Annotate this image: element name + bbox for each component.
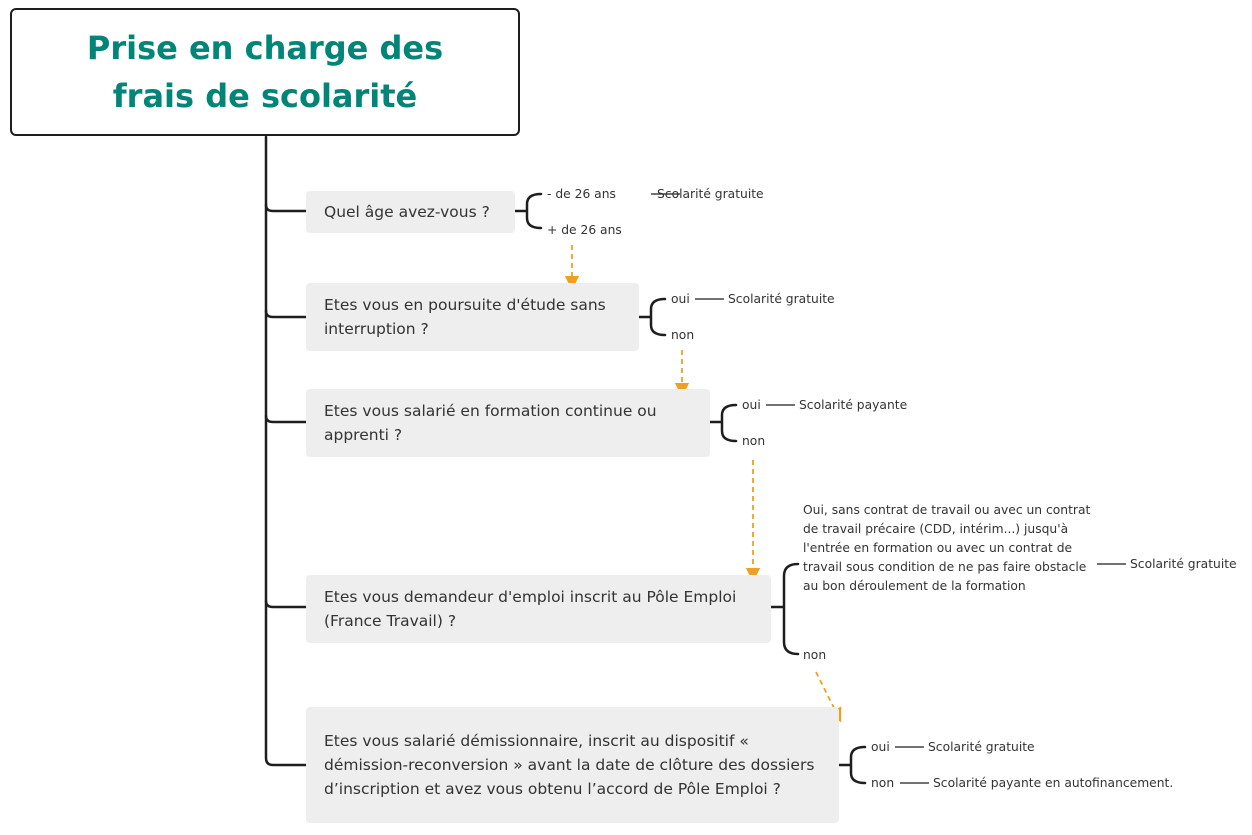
answer-label: oui bbox=[742, 398, 761, 412]
question-box-age: Quel âge avez-vous ? bbox=[306, 191, 515, 233]
question-text: Etes vous demandeur d'emploi inscrit au … bbox=[324, 588, 737, 630]
answer-label: + de 26 ans bbox=[547, 223, 622, 237]
title-box: Prise en charge des frais de scolarité bbox=[10, 8, 520, 136]
question-box-salarie: Etes vous salarié en formation continue … bbox=[306, 389, 710, 457]
answer-label: non bbox=[742, 434, 766, 448]
question-box-demandeur: Etes vous demandeur d'emploi inscrit au … bbox=[306, 575, 771, 643]
result-label: Scolarité payante bbox=[799, 398, 908, 412]
question-text: Quel âge avez-vous ? bbox=[324, 203, 490, 221]
answer-label: non bbox=[871, 776, 895, 790]
result-label: Scolarité payante en autofinancement. bbox=[933, 776, 1174, 790]
result-label: Scolarité gratuite bbox=[1130, 557, 1237, 571]
question-box-demissionnaire: Etes vous salarié démissionnaire, inscri… bbox=[306, 707, 839, 823]
result-label: Scolarité gratuite bbox=[657, 187, 764, 201]
question-text: Etes vous salarié en formation continue … bbox=[324, 402, 657, 444]
question-box-poursuite: Etes vous en poursuite d'étude sans inte… bbox=[306, 283, 639, 351]
page-title: Prise en charge des frais de scolarité bbox=[86, 29, 444, 115]
question-text: Etes vous en poursuite d'étude sans inte… bbox=[324, 296, 606, 338]
answer-label: - de 26 ans bbox=[547, 187, 616, 201]
answer-label: non bbox=[671, 328, 695, 342]
answer-label: Oui, sans contrat de travail ou avec un … bbox=[803, 503, 1091, 593]
answer-label: oui bbox=[871, 740, 890, 754]
question-text: Etes vous salarié démissionnaire, inscri… bbox=[324, 732, 815, 798]
answer-label: non bbox=[803, 648, 827, 662]
answer-label: oui bbox=[671, 292, 690, 306]
result-label: Scolarité gratuite bbox=[728, 292, 835, 306]
result-label: Scolarité gratuite bbox=[928, 740, 1035, 754]
